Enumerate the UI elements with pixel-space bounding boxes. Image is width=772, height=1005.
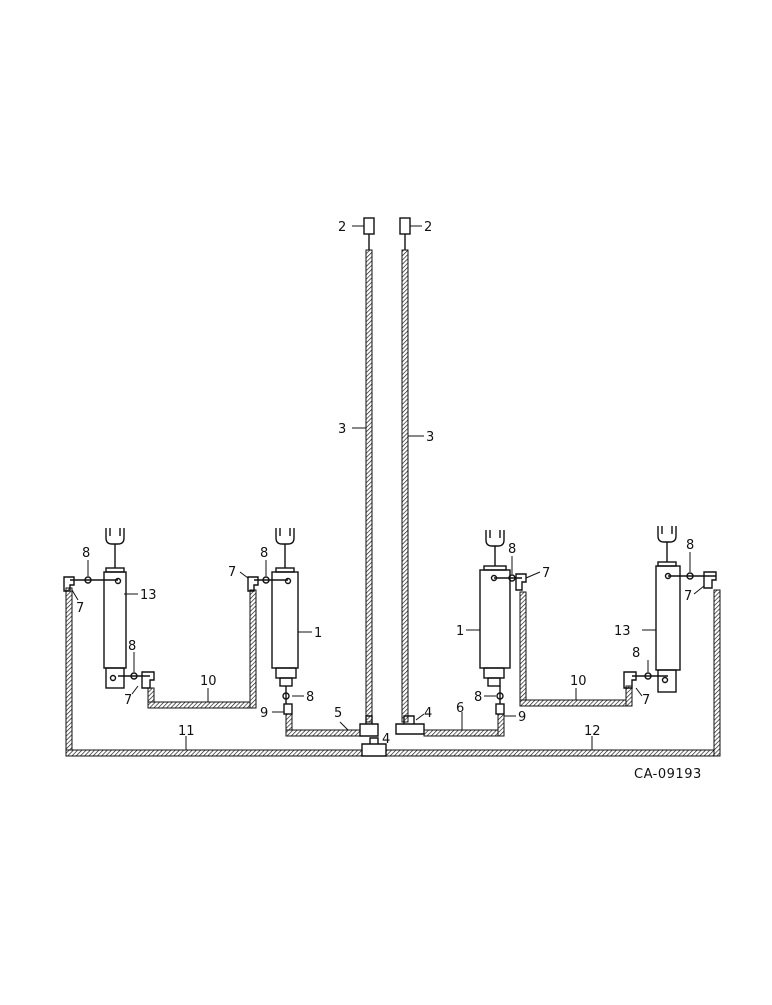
label-9-right: 9	[518, 710, 526, 725]
label-10-left: 10	[200, 674, 217, 689]
tee-4-lower	[361, 737, 387, 757]
label-11: 11	[178, 724, 195, 739]
hose-10-right-v1	[519, 591, 527, 707]
label-9-left: 9	[260, 706, 268, 721]
label-6: 6	[456, 701, 464, 716]
label-7-b: 7	[124, 693, 132, 708]
label-8-b: 8	[128, 639, 136, 654]
cylinder-1-left	[247, 528, 299, 715]
cylinder-13-right	[623, 526, 717, 693]
label-13-left: 13	[140, 588, 157, 603]
cylinder-13-left	[63, 528, 155, 689]
label-8-a: 8	[82, 546, 90, 561]
label-1-right: 1	[456, 624, 464, 639]
fitting-2-left	[363, 217, 375, 235]
label-8-d: 8	[306, 690, 314, 705]
label-7-e: 7	[542, 566, 550, 581]
hose-3-right	[401, 249, 409, 723]
hose-10-right-v2	[625, 685, 633, 707]
label-4-right: 4	[424, 706, 432, 721]
label-3-right: 3	[426, 430, 434, 445]
tee-4-left	[359, 715, 379, 737]
label-7-c: 7	[228, 565, 236, 580]
label-8-e: 8	[508, 542, 516, 557]
label-2-left: 2	[338, 220, 346, 235]
figure-code: CA-09193	[634, 767, 702, 782]
label-8-f: 8	[474, 690, 482, 705]
label-7-h: 7	[642, 693, 650, 708]
label-3-left: 3	[338, 422, 346, 437]
cylinder-1-right	[479, 530, 527, 715]
hose-12-vertical	[713, 589, 721, 757]
label-7-a: 7	[76, 601, 84, 616]
hose-6-v	[497, 713, 505, 737]
label-12: 12	[584, 724, 601, 739]
fitting-2-right	[399, 217, 411, 235]
hose-12-horizontal	[385, 749, 721, 757]
tee-4-right	[395, 715, 425, 735]
label-8-g: 8	[686, 538, 694, 553]
hose-11-vertical	[65, 587, 73, 757]
components	[63, 217, 717, 757]
label-8-h: 8	[632, 646, 640, 661]
label-8-c: 8	[260, 546, 268, 561]
label-1-left: 1	[314, 626, 322, 641]
hose-10-left-h	[147, 701, 257, 709]
hose-3-left	[365, 249, 373, 723]
label-10-right: 10	[570, 674, 587, 689]
reference-labels: 2 2 3 3 8 7 13 8 7 8 7 1 8 9 5 10 11 4 4…	[76, 220, 702, 782]
leader-lines	[71, 225, 705, 750]
hose-11-horizontal	[65, 749, 363, 757]
label-5: 5	[334, 706, 342, 721]
hose-6-h	[423, 729, 505, 737]
hose-10-right-h	[519, 699, 633, 707]
label-7-g: 7	[684, 589, 692, 604]
hose-10-left-v2	[249, 589, 257, 709]
hose-5-h	[285, 729, 361, 737]
label-2-right: 2	[424, 220, 432, 235]
label-13-right: 13	[614, 624, 631, 639]
label-4-center: 4	[382, 732, 390, 747]
